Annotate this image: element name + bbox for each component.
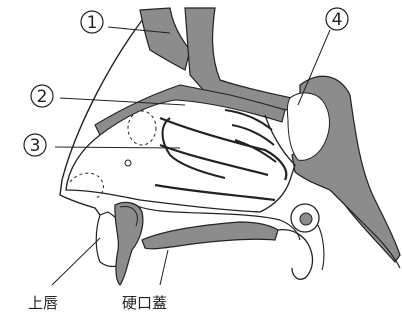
marker-2-text: 2 (37, 87, 48, 107)
turbinate-curve-3 (155, 185, 275, 200)
marker-4: 4 (326, 8, 348, 30)
maxillary-sinus-dashed-lower (70, 173, 103, 198)
maxillary-sinus-dashed-upper (128, 111, 156, 145)
frontal-sinus-region (140, 8, 190, 70)
tonsil-curve (318, 225, 324, 270)
leader-line-hard-palate (160, 250, 168, 285)
label-hard-palate: 硬口蓋 (122, 294, 167, 312)
marker-3-text: 3 (30, 136, 41, 156)
leader-line-3 (55, 147, 180, 148)
hard-palate-bone (142, 222, 278, 249)
eustachian-opening-inner (300, 213, 312, 225)
leader-line-upper-lip (52, 238, 100, 285)
incisor-tooth (115, 202, 143, 285)
marker-4-text: 4 (332, 10, 343, 30)
marker-1-text: 1 (87, 13, 98, 33)
marker-1: 1 (81, 11, 103, 33)
soft-palate (278, 230, 312, 280)
marker-3: 3 (24, 134, 46, 156)
small-opening-dot (125, 160, 131, 166)
marker-2: 2 (31, 85, 53, 107)
label-upper-lip: 上唇 (28, 294, 58, 312)
